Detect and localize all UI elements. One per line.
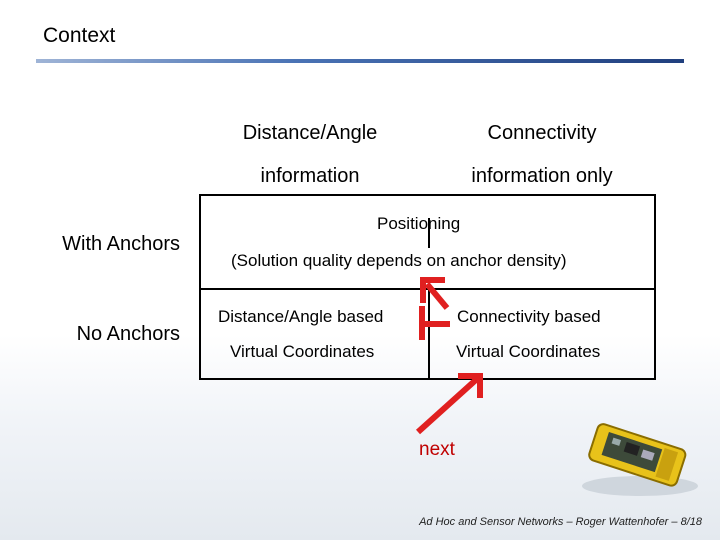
sensor-node-image [572,414,702,504]
next-link[interactable]: next [419,439,455,461]
footer-text: Ad Hoc and Sensor Networks – Roger Watte… [419,516,702,528]
arrow-up-left-icon [423,280,447,308]
arrow-left-icon [420,306,450,340]
arrow-up-right-icon [418,376,480,432]
